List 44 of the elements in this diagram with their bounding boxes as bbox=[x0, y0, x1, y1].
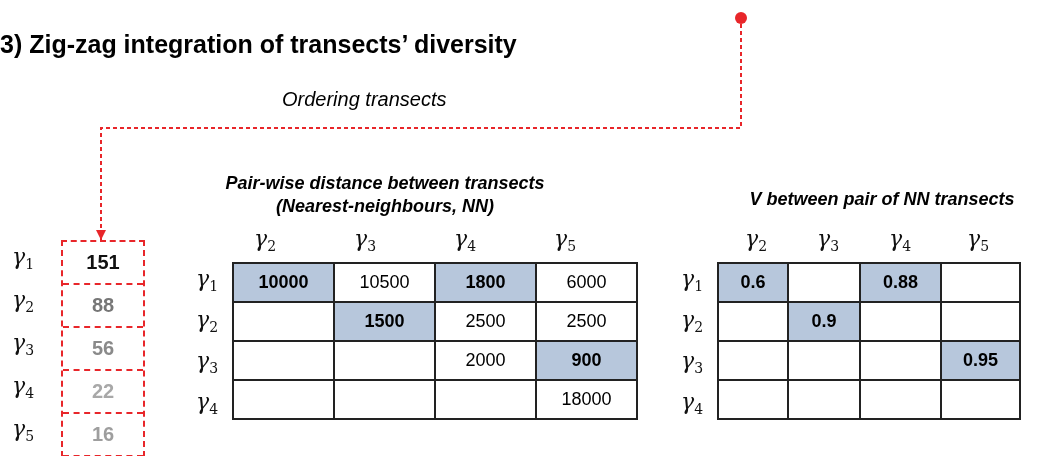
row-label: γ$_{3}$ bbox=[681, 348, 704, 377]
row-label: γ$_{1}$ bbox=[196, 266, 219, 295]
row-label: γ$_{4}$ bbox=[12, 373, 35, 402]
distance-value: 1500 bbox=[334, 302, 435, 341]
column-label: γ$_{3}$ bbox=[817, 226, 840, 255]
dotted-arrow bbox=[96, 23, 742, 241]
count-value: 56 bbox=[63, 328, 143, 371]
distance-value: 1800 bbox=[435, 263, 536, 302]
column-label: γ$_{2}$ bbox=[254, 226, 277, 255]
row-label: γ$_{2}$ bbox=[681, 307, 704, 336]
distance-value: 2500 bbox=[435, 302, 536, 341]
column-label: γ$_{3}$ bbox=[354, 226, 377, 255]
row-label: γ$_{1}$ bbox=[12, 244, 35, 273]
similarity-value: 0.6 bbox=[718, 263, 788, 302]
count-value: 22 bbox=[63, 371, 143, 414]
row-label: γ$_{5}$ bbox=[12, 416, 35, 445]
count-value: 151 bbox=[63, 242, 143, 285]
column-label: γ$_{5}$ bbox=[554, 226, 577, 255]
similarity-value: 0.95 bbox=[941, 341, 1020, 380]
title: 3) Zig-zag integration of transects’ diversity bbox=[0, 30, 517, 59]
count-value: 16 bbox=[63, 414, 143, 456]
similarity-value: 0.88 bbox=[860, 263, 941, 302]
distance-value: 18000 bbox=[536, 380, 637, 419]
similarity-value: 0.9 bbox=[788, 302, 860, 341]
dot-marker bbox=[735, 12, 747, 24]
row-label: γ$_{2}$ bbox=[12, 287, 35, 316]
column-label: γ$_{4}$ bbox=[889, 226, 912, 255]
edge-label: Ordering transects bbox=[282, 88, 447, 111]
row-label: γ$_{4}$ bbox=[196, 389, 219, 418]
row-label: γ$_{1}$ bbox=[681, 266, 704, 295]
table-heading: Pair-wise distance between transects (Nearest-neighbours, NN) bbox=[224, 172, 546, 218]
table-heading: V between pair of NN transects bbox=[748, 188, 1016, 211]
column-label: γ$_{5}$ bbox=[967, 226, 990, 255]
column-label: γ$_{2}$ bbox=[745, 226, 768, 255]
row-label: γ$_{2}$ bbox=[196, 307, 219, 336]
row-label: γ$_{3}$ bbox=[12, 330, 35, 359]
distance-value: 6000 bbox=[536, 263, 637, 302]
row-label: γ$_{3}$ bbox=[196, 348, 219, 377]
row-label: γ$_{4}$ bbox=[681, 389, 704, 418]
distance-value: 10000 bbox=[233, 263, 334, 302]
distance-value: 900 bbox=[536, 341, 637, 380]
count-value: 88 bbox=[63, 285, 143, 328]
dashed-column-box bbox=[61, 240, 145, 456]
column-label: γ$_{4}$ bbox=[454, 226, 477, 255]
